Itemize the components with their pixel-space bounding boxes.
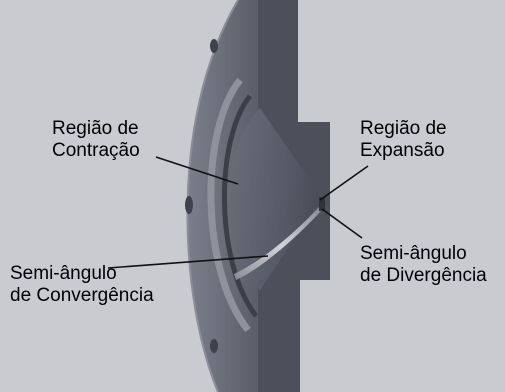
label-line: de Convergência	[10, 285, 154, 306]
label-contraction-region: Região de Contração	[52, 118, 140, 162]
label-convergence-half-angle: Semi-ângulo de Convergência	[10, 263, 154, 307]
label-line: Semi-ângulo	[10, 263, 117, 284]
bolt-hole	[210, 39, 218, 53]
label-line: Região de	[52, 118, 139, 139]
label-line: de Divergência	[360, 265, 487, 286]
leader-line-contraction	[155, 156, 239, 185]
label-expansion-region: Região de Expansão	[360, 118, 447, 162]
label-line: Região de	[360, 118, 447, 139]
label-divergence-half-angle: Semi-ângulo de Divergência	[360, 243, 487, 287]
throat	[319, 197, 325, 211]
cone-highlight	[234, 206, 322, 280]
label-line: Semi-ângulo	[360, 243, 467, 264]
label-line: Expansão	[360, 140, 445, 161]
convergence-cone	[229, 108, 322, 290]
bolt-hole	[185, 196, 193, 214]
label-line: Contração	[52, 140, 140, 161]
bolt-hole	[210, 339, 218, 353]
groove-ring-inner	[222, 94, 258, 318]
groove-ring-outer	[207, 77, 251, 333]
leader-line-divergence	[321, 208, 363, 239]
leader-line-convergence	[107, 255, 269, 269]
leader-line-expansion	[319, 165, 369, 201]
